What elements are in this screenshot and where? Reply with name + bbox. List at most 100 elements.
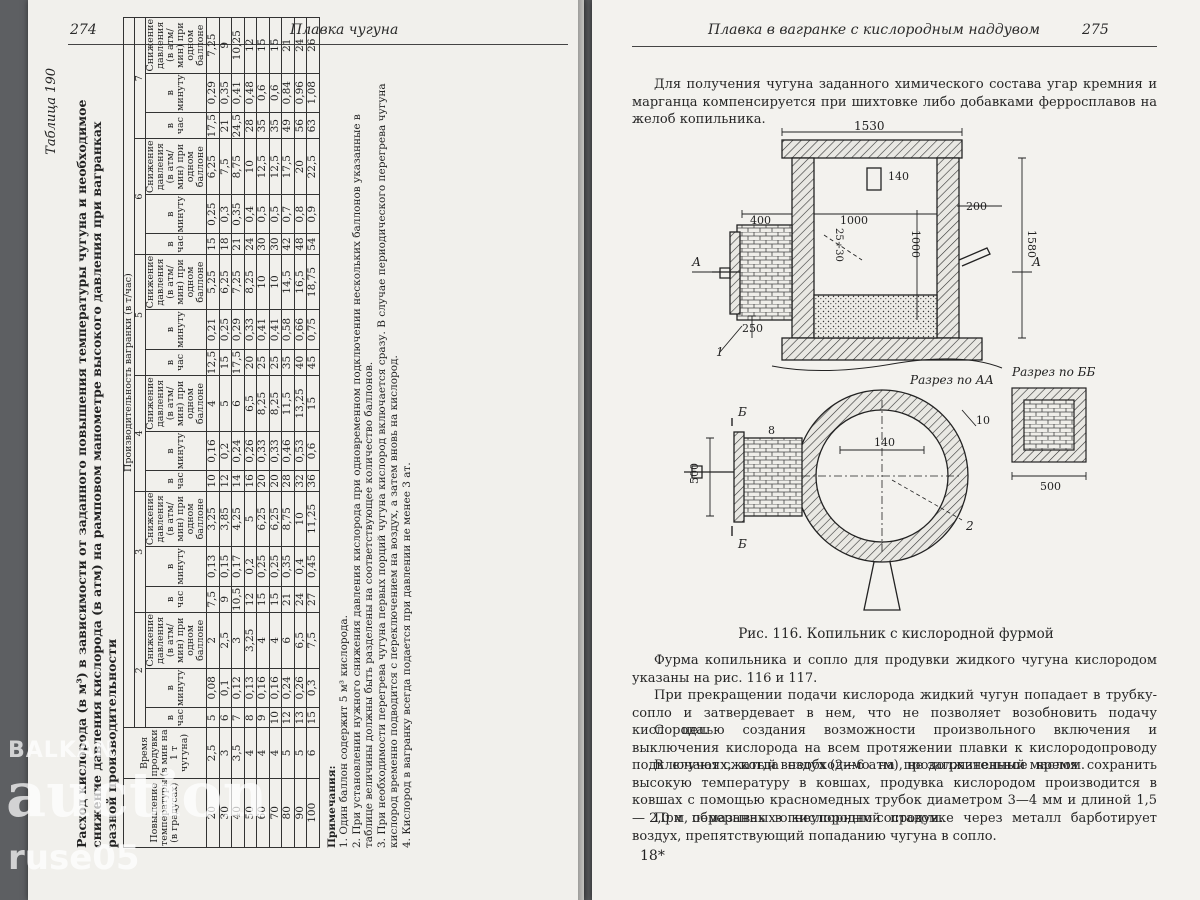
table-cell-cap4-hour: 10 [206, 470, 219, 492]
table-cell-cap2-press: 2,5 [219, 612, 232, 669]
dim-200: 200 [966, 200, 987, 213]
table-cell-cap2-min: 0,08 [206, 668, 219, 708]
capacity-2: 2 [134, 612, 146, 728]
note-2: 2. При установлении нужного снижения дав… [350, 114, 376, 848]
table-cell-cap7-press: 7,25 [206, 17, 219, 74]
table-cell-cap4-hour: 32 [294, 470, 307, 492]
table-cell-cap3-min: 0,15 [219, 546, 232, 587]
table-cell-cap4-press: 6 [231, 375, 244, 432]
left-page-header: Плавка чугуна [290, 22, 399, 38]
table-cell-cap2-press: 6 [281, 612, 294, 669]
table-cell-cap7-min: 0,96 [294, 73, 307, 113]
table-cell-cap2-hour: 10 [269, 707, 282, 728]
paragraph-5: При перерывах в кислородной продувке чер… [632, 811, 1157, 844]
dim-10: 10 [976, 414, 990, 427]
table-cell-cap5-hour: 25 [256, 349, 269, 376]
table-cell-cap3-press: 3,25 [206, 491, 219, 547]
table-cell-cap4-hour: 14 [231, 470, 244, 492]
table-cell-cap3-press: 11,25 [306, 491, 319, 547]
table-cell-cap4-press: 8,25 [256, 375, 269, 432]
table-cell-cap4-min: 0,2 [219, 431, 232, 471]
table-cell-cap7-press: 26 [306, 17, 319, 74]
table-cell-cap3-press: 6,25 [269, 491, 282, 547]
table-cell-cap7-min: 0,84 [281, 73, 294, 113]
table-cell-cap3-hour: 12 [244, 586, 257, 613]
table-cell-cap5-press: 5,25 [206, 254, 219, 310]
table-cell-cap5-min: 0,21 [206, 309, 219, 350]
table-cell-cap7-min: 0,35 [219, 73, 232, 113]
dim-140-top: 140 [888, 170, 909, 183]
table-cell-cap6-press: 22,5 [306, 138, 319, 195]
table-cell-cap6-min: 0,5 [269, 194, 282, 234]
table-cell-cap5-min: 0,75 [306, 309, 319, 350]
table-cell-cap7-press: 10,25 [231, 17, 244, 74]
sub-header-pressure: Снижение давления (в атм/мин) при одном … [145, 491, 207, 547]
table-cell-cap3-press: 3,85 [219, 491, 232, 547]
table-cell-cap5-press: 18,75 [306, 254, 319, 310]
sub-header-hour: в час [145, 707, 207, 728]
table-cell-cap6-press: 20 [294, 138, 307, 195]
table-cell-cap7-min: 0,48 [244, 73, 257, 113]
intro-paragraph: Для получения чугуна заданного химическо… [632, 77, 1157, 127]
table-cell-cap5-min: 0,58 [281, 309, 294, 350]
angle-label: 25÷30 [833, 228, 844, 262]
table-cell-cap3-min: 0,2 [244, 546, 257, 587]
left-page-number: 274 [70, 22, 97, 38]
table-cell-cap5-hour: 35 [281, 349, 294, 376]
table-cell-cap6-press: 7,5 [219, 138, 232, 195]
table-cell-cap5-min: 0,33 [244, 309, 257, 350]
table-cell-cap2-hour: 9 [256, 707, 269, 728]
table-cell-cap7-min: 0,6 [269, 73, 282, 113]
table-cell-time: 5 [294, 727, 307, 779]
table-cell-cap4-hour: 20 [256, 470, 269, 492]
table-cell-cap2-min: 0,3 [306, 668, 319, 708]
table-cell-cap7-hour: 24,5 [231, 112, 244, 139]
table-cell-cap5-hour: 45 [306, 349, 319, 376]
right-page: Плавка в вагранке с кислородным наддувом… [592, 0, 1200, 900]
table-cell-cap6-min: 0,8 [294, 194, 307, 234]
paragraph-4: В случаях, когда необходимо на продолжит… [632, 758, 1157, 826]
table-cell-cap7-press: 9 [219, 17, 232, 74]
table-cell-cap5-hour: 20 [244, 349, 257, 376]
table-cell-cap3-press: 8,75 [281, 491, 294, 547]
table-cell-cap6-hour: 24 [244, 233, 257, 255]
dim-250: 250 [742, 322, 763, 335]
table-cell-cap4-press: 8,25 [269, 375, 282, 432]
table-cell-cap7-press: 24 [294, 17, 307, 74]
label-2: 2 [965, 519, 974, 533]
table-cell-cap6-press: 12,5 [256, 138, 269, 195]
table-cell-cap5-hour: 15 [219, 349, 232, 376]
label-a-left: А [691, 255, 701, 269]
table-cell-cap6-press: 12,5 [269, 138, 282, 195]
table-190: Таблица 190 Расход кислорода (в м³) в за… [44, 17, 574, 848]
table-cell-cap7-hour: 63 [306, 112, 319, 139]
table-cell-cap6-hour: 30 [256, 233, 269, 255]
table-cell-temp: 90 [294, 778, 307, 848]
table-cell-cap4-min: 0,16 [206, 431, 219, 471]
table-cell-cap3-min: 0,25 [256, 546, 269, 587]
table-cell-cap6-press: 17,5 [281, 138, 294, 195]
table-cell-cap2-hour: 12 [281, 707, 294, 728]
table-cell-cap2-min: 0,16 [256, 668, 269, 708]
table-cell-cap3-min: 0,4 [294, 546, 307, 587]
sub-header-pressure: Снижение давления (в атм/мин) при одном … [145, 612, 207, 669]
table-cell-cap3-press: 10 [294, 491, 307, 547]
table-cell-cap4-min: 0,6 [306, 431, 319, 471]
table-cell-cap3-hour: 15 [256, 586, 269, 613]
capacity-3: 3 [134, 491, 146, 613]
table-cell-cap5-min: 0,41 [256, 309, 269, 350]
sub-header-minute: в минуту [145, 431, 207, 471]
table-cell-cap5-hour: 25 [269, 349, 282, 376]
table-cell-cap4-press: 13,25 [294, 375, 307, 432]
table-cell-cap2-min: 0,16 [269, 668, 282, 708]
table-cell-cap7-press: 21 [281, 17, 294, 74]
table-cell-cap6-hour: 15 [206, 233, 219, 255]
table-cell-cap3-min: 0,25 [269, 546, 282, 587]
table-cell-cap6-min: 0,3 [219, 194, 232, 234]
table-cell-cap7-hour: 35 [269, 112, 282, 139]
right-page-number: 275 [1082, 22, 1109, 38]
notes-label: Примечания: [325, 765, 338, 848]
